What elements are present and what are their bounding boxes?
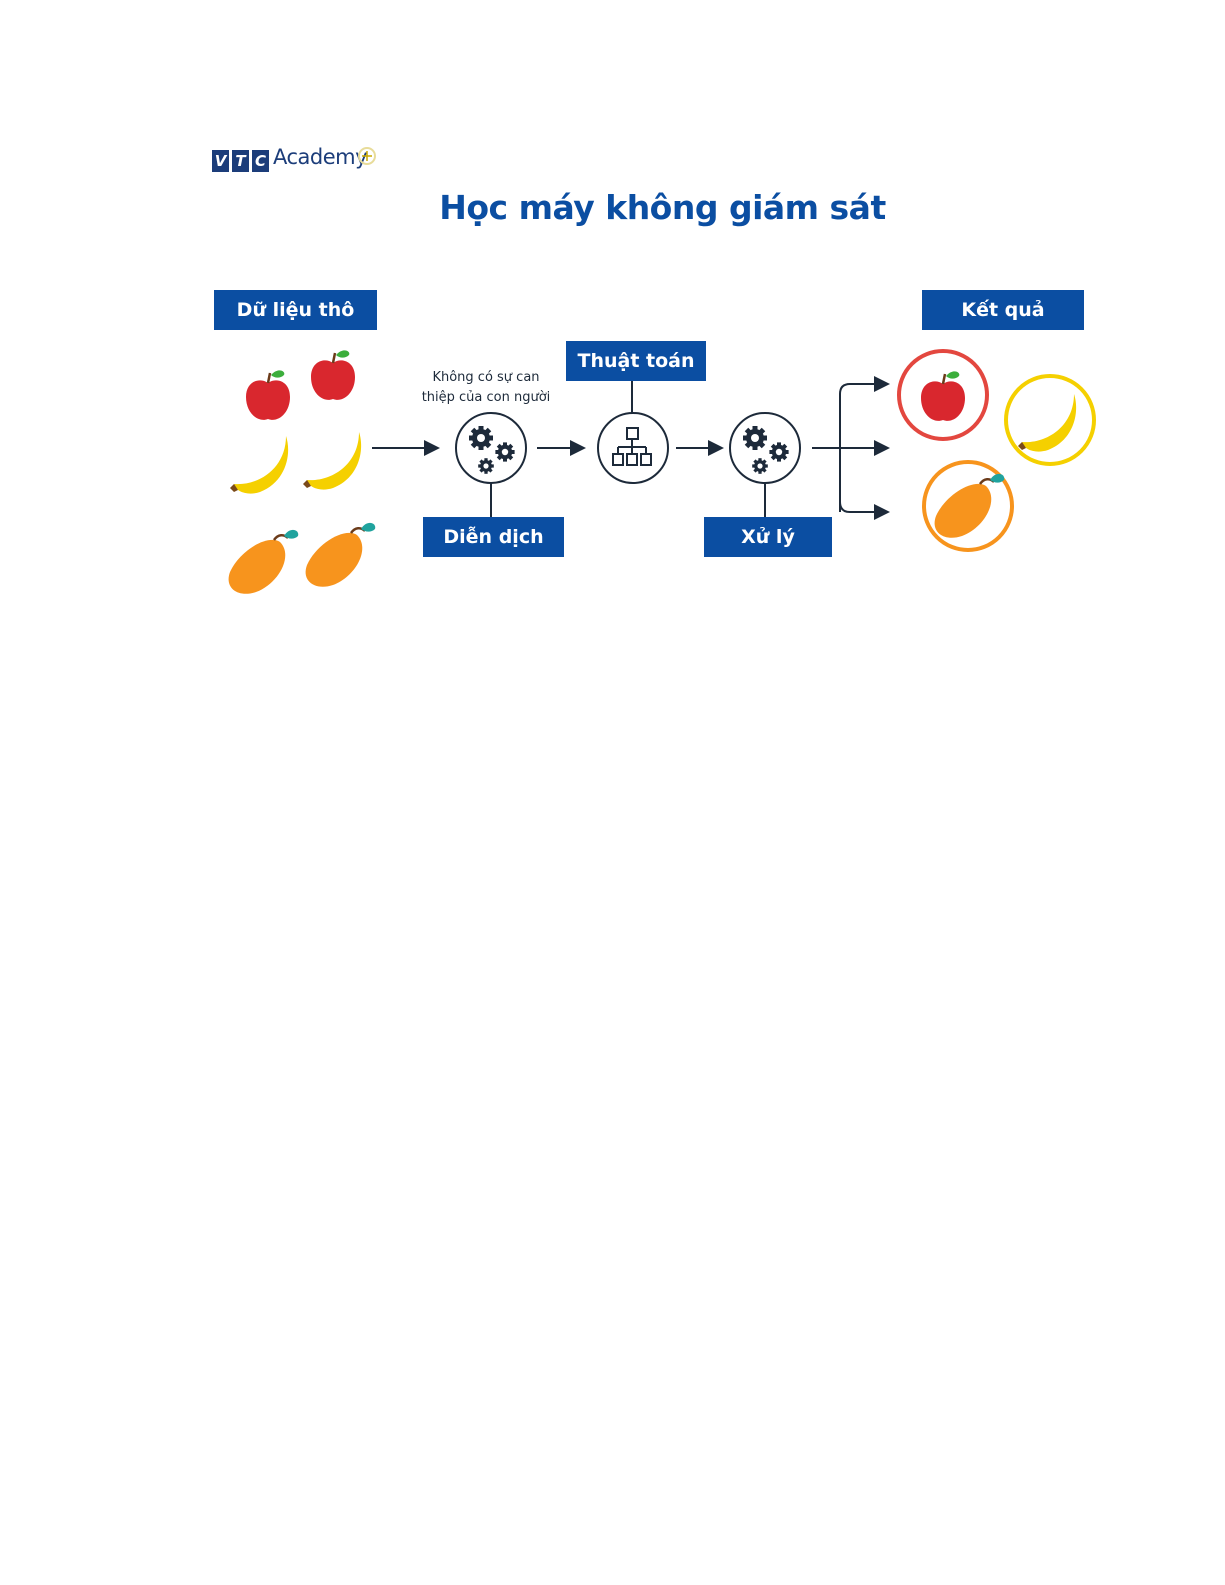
apple-icon: [309, 349, 357, 402]
banana-icon: [230, 436, 289, 494]
logo-letter: V: [212, 150, 229, 172]
logo-word: Academy: [273, 145, 368, 169]
hierarchy-icon: [612, 427, 652, 466]
logo-plus-icon: [358, 147, 376, 165]
label-interpretation: Diễn dịch: [423, 517, 564, 557]
arrow: [839, 448, 890, 520]
label-result: Kết quả: [922, 290, 1084, 330]
result-groups: [897, 349, 1096, 552]
gears-icon: [469, 426, 515, 476]
note-line: Không có sự can: [432, 370, 540, 385]
no-human-note: Không có sự can thiệp của con người: [406, 368, 566, 408]
label-raw-data: Dữ liệu thô: [214, 290, 377, 330]
label-processing: Xử lý: [704, 517, 832, 557]
note-line: thiệp của con người: [421, 390, 551, 405]
diagram-title: Học máy không giám sát: [439, 188, 886, 227]
banana-icon: [303, 432, 362, 490]
gears-icon: [743, 426, 789, 476]
connectors: [372, 376, 890, 520]
raw-fruits: [227, 349, 377, 596]
logo-letter: T: [232, 150, 249, 172]
gears-circle: [455, 412, 527, 484]
apple-icon: [244, 369, 292, 422]
banana-icon: [1018, 394, 1077, 452]
mango-icon: [227, 528, 300, 596]
gears-circle: [729, 412, 801, 484]
mango-icon: [304, 521, 377, 589]
arrow: [839, 376, 890, 512]
logo-letter: C: [252, 150, 269, 172]
diagram-graphics: [227, 147, 1096, 596]
apple-icon: [919, 370, 967, 423]
mango-icon: [933, 472, 1006, 540]
label-algorithm: Thuật toán: [566, 341, 706, 381]
algorithm-circle: [597, 412, 669, 484]
